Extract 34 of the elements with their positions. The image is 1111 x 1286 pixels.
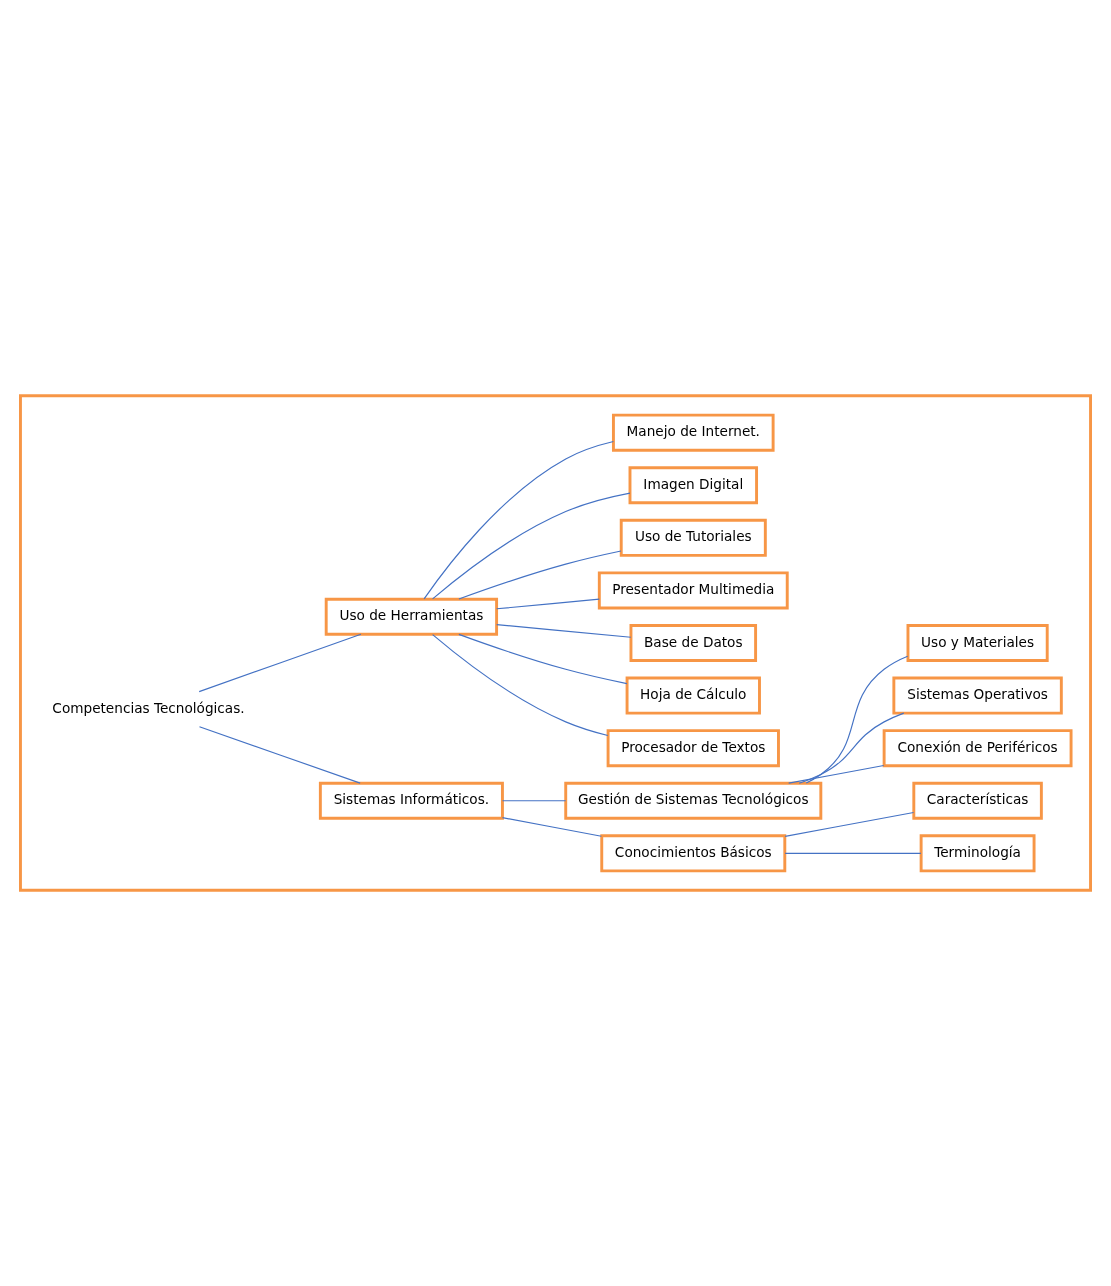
cluster xyxy=(19,394,1092,892)
node-box: Uso de Herramientas xyxy=(324,597,499,636)
node-box: Manejo de Internet. xyxy=(611,413,775,452)
node-box: Gestión de Sistemas Tecnológicos xyxy=(564,781,823,820)
node-box: Conocimientos Básicos xyxy=(600,834,787,873)
node-box: Uso de Tutoriales xyxy=(619,518,767,557)
connector xyxy=(496,598,600,610)
connector xyxy=(432,492,631,600)
node-box: Presentador Multimedia xyxy=(597,571,789,610)
connector xyxy=(198,633,362,693)
node-box: Terminología xyxy=(919,834,1036,873)
node-box: Uso y Materiales xyxy=(906,624,1049,662)
connector xyxy=(784,811,915,837)
connector xyxy=(784,852,922,854)
connector xyxy=(496,624,632,638)
node-box: Características xyxy=(912,781,1043,820)
connector xyxy=(423,440,614,600)
connector xyxy=(458,633,628,685)
node-text: Competencias Tecnológicas. xyxy=(52,699,245,716)
node-box: Procesador de Textos xyxy=(606,729,780,768)
node-box: Sistemas Operativos xyxy=(892,676,1063,715)
connector xyxy=(458,550,622,600)
connector xyxy=(198,726,361,784)
connector xyxy=(798,712,905,784)
connector xyxy=(501,800,567,802)
node-box: Imagen Digital xyxy=(628,466,759,505)
connector xyxy=(805,655,909,784)
node-box: Base de Datos xyxy=(629,624,758,662)
node-box: Hoja de Cálculo xyxy=(625,676,761,715)
connector xyxy=(788,764,885,784)
node-box: Conexión de Periféricos xyxy=(882,729,1073,768)
connector xyxy=(501,817,602,837)
connector xyxy=(432,634,609,737)
node-box: Sistemas Informáticos. xyxy=(318,781,504,820)
